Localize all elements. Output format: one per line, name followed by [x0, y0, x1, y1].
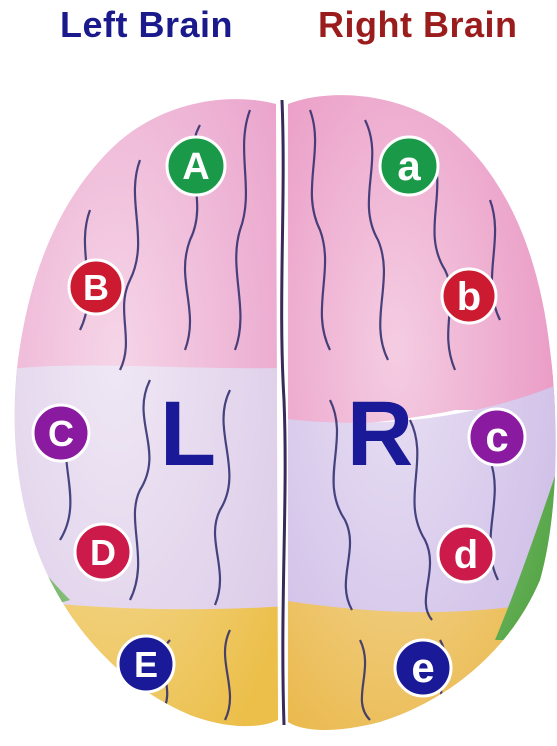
marker-b-label: b: [457, 275, 481, 319]
marker-d-label: d: [454, 533, 478, 577]
marker-a-label: a: [397, 142, 421, 189]
marker-C-label: C: [48, 413, 74, 454]
marker-c-label: c: [485, 413, 508, 460]
marker-e-label: e: [411, 644, 434, 691]
marker-e: e: [395, 640, 451, 696]
marker-A: A: [167, 137, 225, 195]
marker-A-label: A: [182, 146, 209, 188]
right-hemisphere-letter: R: [347, 383, 413, 485]
marker-d: d: [438, 526, 494, 582]
marker-E: E: [118, 636, 174, 692]
marker-D: D: [75, 524, 131, 580]
left-hemisphere-letter: L: [160, 383, 216, 485]
central-fissure: [282, 100, 285, 725]
marker-c: c: [469, 409, 525, 465]
marker-D-label: D: [90, 532, 116, 573]
marker-E-label: E: [134, 644, 158, 685]
marker-b: b: [442, 269, 496, 323]
marker-B-label: B: [83, 267, 109, 308]
marker-C: C: [33, 405, 89, 461]
marker-B: B: [69, 260, 123, 314]
marker-a: a: [380, 137, 438, 195]
